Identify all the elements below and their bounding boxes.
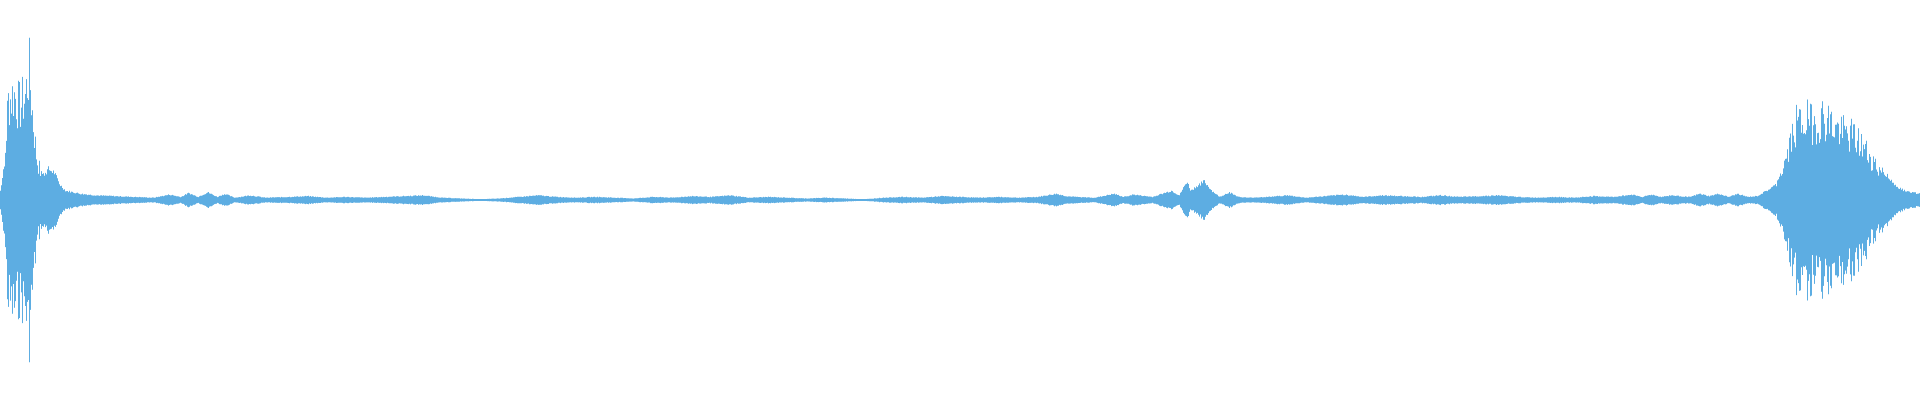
audio-waveform — [0, 37, 1920, 363]
waveform-canvas — [0, 37, 1920, 363]
